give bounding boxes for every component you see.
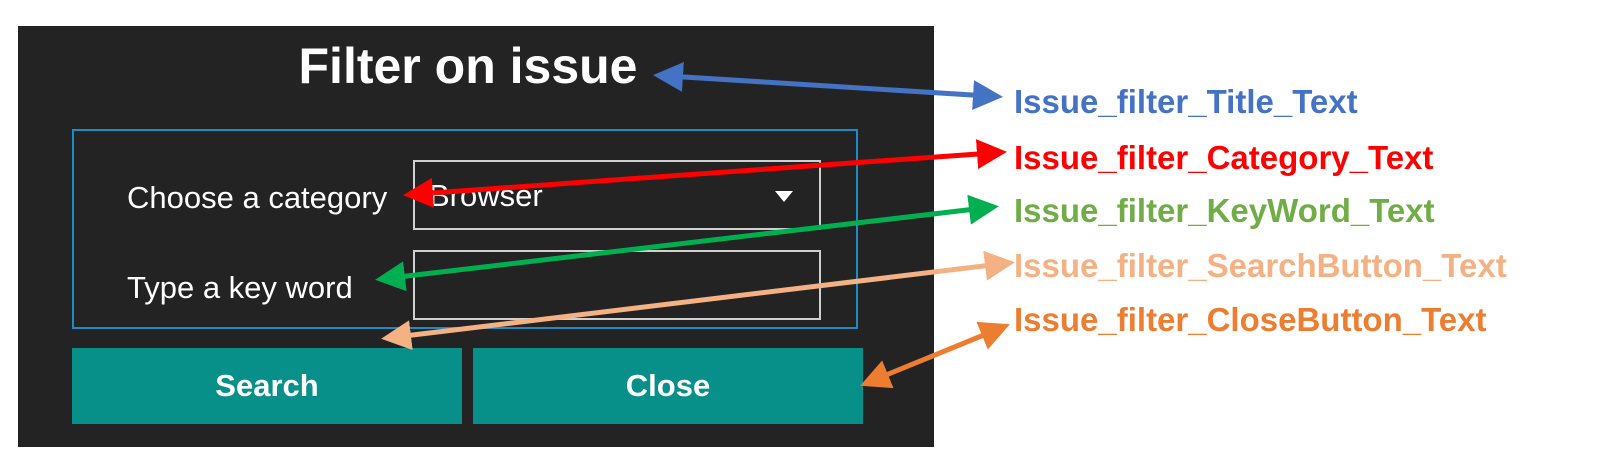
search-button[interactable]: Search (72, 348, 462, 424)
dialog-title: Filter on issue (298, 38, 638, 94)
annotation-category: Issue_filter_Category_Text (1014, 139, 1434, 176)
annotation-title: Issue_filter_Title_Text (1014, 83, 1358, 120)
close-button[interactable]: Close (473, 348, 863, 424)
search-arrow (381, 250, 1015, 351)
category-arrow (403, 139, 1007, 208)
annotation-close-button: Issue_filter_CloseButton_Text (1014, 301, 1487, 338)
keyword-arrow (375, 194, 999, 292)
annotation-keyword: Issue_filter_KeyWord_Text (1014, 192, 1435, 229)
title-arrow (653, 61, 1003, 111)
annotation-search-button: Issue_filter_SearchButton_Text (1014, 247, 1507, 284)
keyword-label: Type a key word (127, 270, 353, 305)
category-label: Choose a category (127, 180, 388, 215)
close-arrow (860, 321, 1010, 389)
